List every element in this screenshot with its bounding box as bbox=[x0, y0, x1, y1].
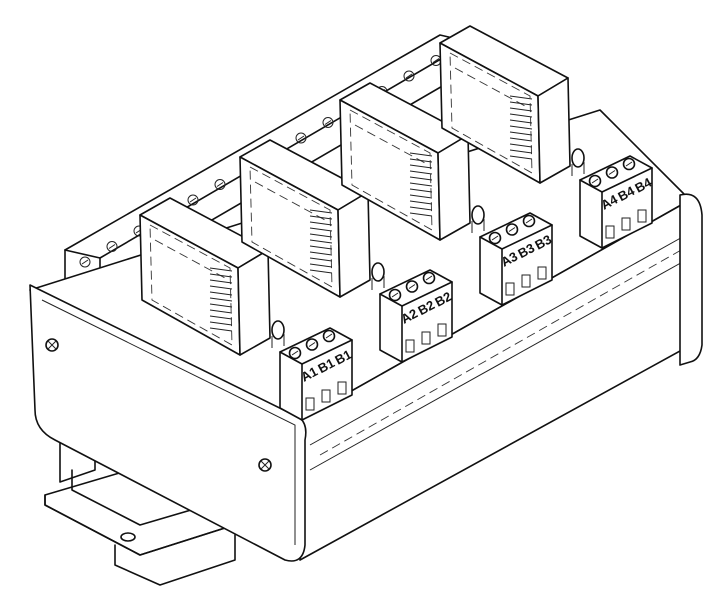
screw-icon bbox=[322, 329, 336, 343]
terminal-label: A2 bbox=[398, 306, 420, 327]
screw-icon bbox=[288, 346, 302, 360]
screw-icon bbox=[405, 280, 419, 293]
terminal-label: B3 bbox=[515, 240, 537, 261]
terminal-label: B2 bbox=[432, 289, 454, 310]
terminal-label: A3 bbox=[498, 249, 520, 270]
screw-icon bbox=[505, 223, 519, 236]
screw-icon bbox=[305, 338, 319, 351]
screw-icon bbox=[588, 174, 602, 188]
relay bbox=[439, 25, 585, 184]
relays bbox=[139, 25, 585, 356]
terminal-label: B2 bbox=[415, 297, 437, 318]
screw-icon bbox=[605, 166, 619, 179]
screw-icon bbox=[422, 271, 436, 285]
terminal-label: B1 bbox=[315, 355, 337, 376]
terminal-label: B1 bbox=[332, 347, 354, 368]
screw-icon bbox=[488, 231, 502, 245]
screw-icon bbox=[388, 288, 402, 302]
relay bbox=[139, 197, 285, 356]
terminal-label: B4 bbox=[615, 183, 637, 204]
screw-icon bbox=[622, 157, 636, 171]
terminal-label: B3 bbox=[532, 232, 554, 253]
relay bbox=[239, 139, 385, 298]
relay bbox=[339, 82, 485, 241]
terminal-label: A4 bbox=[598, 191, 620, 212]
terminal-label: A1 bbox=[298, 364, 320, 385]
screw-icon bbox=[522, 214, 536, 228]
terminal-label: B4 bbox=[632, 174, 654, 195]
